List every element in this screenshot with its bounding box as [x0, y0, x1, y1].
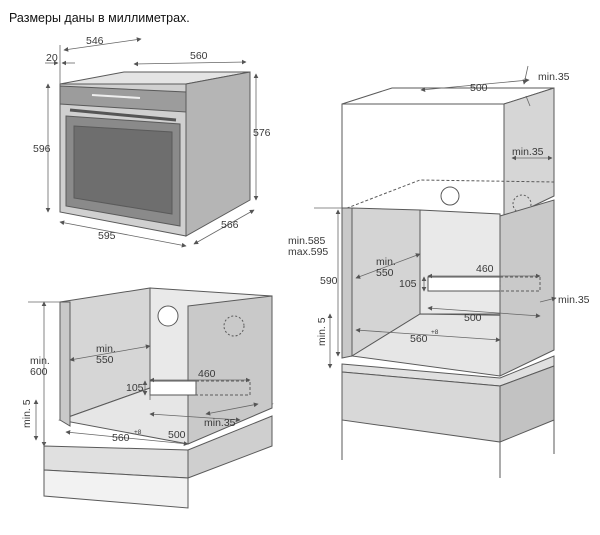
cabinet-column-depth-min-label: min.550: [376, 256, 396, 279]
cabinet-column-top-width-label: 500: [470, 82, 488, 94]
cabinet-under-side-min-label: min.35: [204, 417, 236, 429]
oven-control-panel: [59, 85, 187, 113]
cabinet-column-depth-bottom-label: 500: [464, 312, 482, 324]
oven-height-body-label: 576: [253, 127, 271, 139]
cabinet-column-vent-slot: [427, 276, 501, 292]
cabinet-under-depth-bottom-label: 500: [168, 429, 186, 441]
oven-width-front-label: 595: [98, 230, 116, 242]
caption: Размеры даны в миллиметрах.: [9, 11, 190, 25]
cabinet-column-vent-width-label: 460: [476, 263, 494, 275]
cabinet-under-vent-width-label: 460: [198, 368, 216, 380]
oven-dimension-lines: [45, 37, 259, 248]
cabinet-column-top-min-label: min.35: [538, 71, 570, 83]
cabinet-under-width-tolerance-label: +8: [134, 429, 142, 436]
oven-height-front-label: 596: [33, 143, 51, 155]
cabinet-column-bottom-min-label: min. 5: [316, 317, 328, 346]
cabinet-column-left-wall: [341, 207, 353, 359]
oven-handle: [69, 108, 177, 122]
oven-depth-total-label: 546: [86, 35, 104, 47]
oven-drawing: [59, 71, 251, 237]
oven-depth-body-label: 566: [221, 219, 239, 231]
oven-front-depth-label: 20: [46, 52, 58, 64]
cabinet-column-width-label: 560: [410, 333, 428, 345]
oven-side: [185, 71, 251, 237]
cabinet-under-height-min-label: min.600: [30, 355, 50, 378]
cabinet-under-depth-min-label: min.550: [96, 343, 116, 366]
cabinet-column-side-min-label: min.35: [558, 294, 590, 306]
cabinet-column-upper-front: [341, 103, 505, 221]
cabinet-under-bottom-min-label: min. 5: [21, 399, 33, 428]
cabinet-under-dimension-lines: [28, 301, 259, 447]
cabinet-under-vent-slot: [149, 380, 197, 396]
cabinet-column-height-label: 590: [320, 275, 338, 287]
cabinet-under-cable-hole: [157, 305, 179, 327]
cabinet-column-right-panel: [499, 199, 555, 377]
cabinet-column-width-tolerance-label: +8: [431, 329, 439, 336]
cabinet-column-side-min-top-label: min.35: [512, 146, 544, 158]
cabinet-under-base-side: [187, 415, 273, 479]
cabinet-column-drawing: [341, 87, 555, 478]
cabinet-under-drawing: [43, 287, 274, 509]
cabinet-under-left-panel: [59, 301, 71, 427]
cabinet-column-vent-height-label: 105: [399, 278, 417, 290]
cabinet-column-dimension-lines: [314, 65, 557, 369]
cabinet-under-width-label: 560: [112, 432, 130, 444]
cabinet-column-inner-back: [419, 209, 501, 315]
oven-width-top-label: 560: [190, 50, 208, 62]
cabinet-under-vent-height-label: 105: [126, 382, 144, 394]
